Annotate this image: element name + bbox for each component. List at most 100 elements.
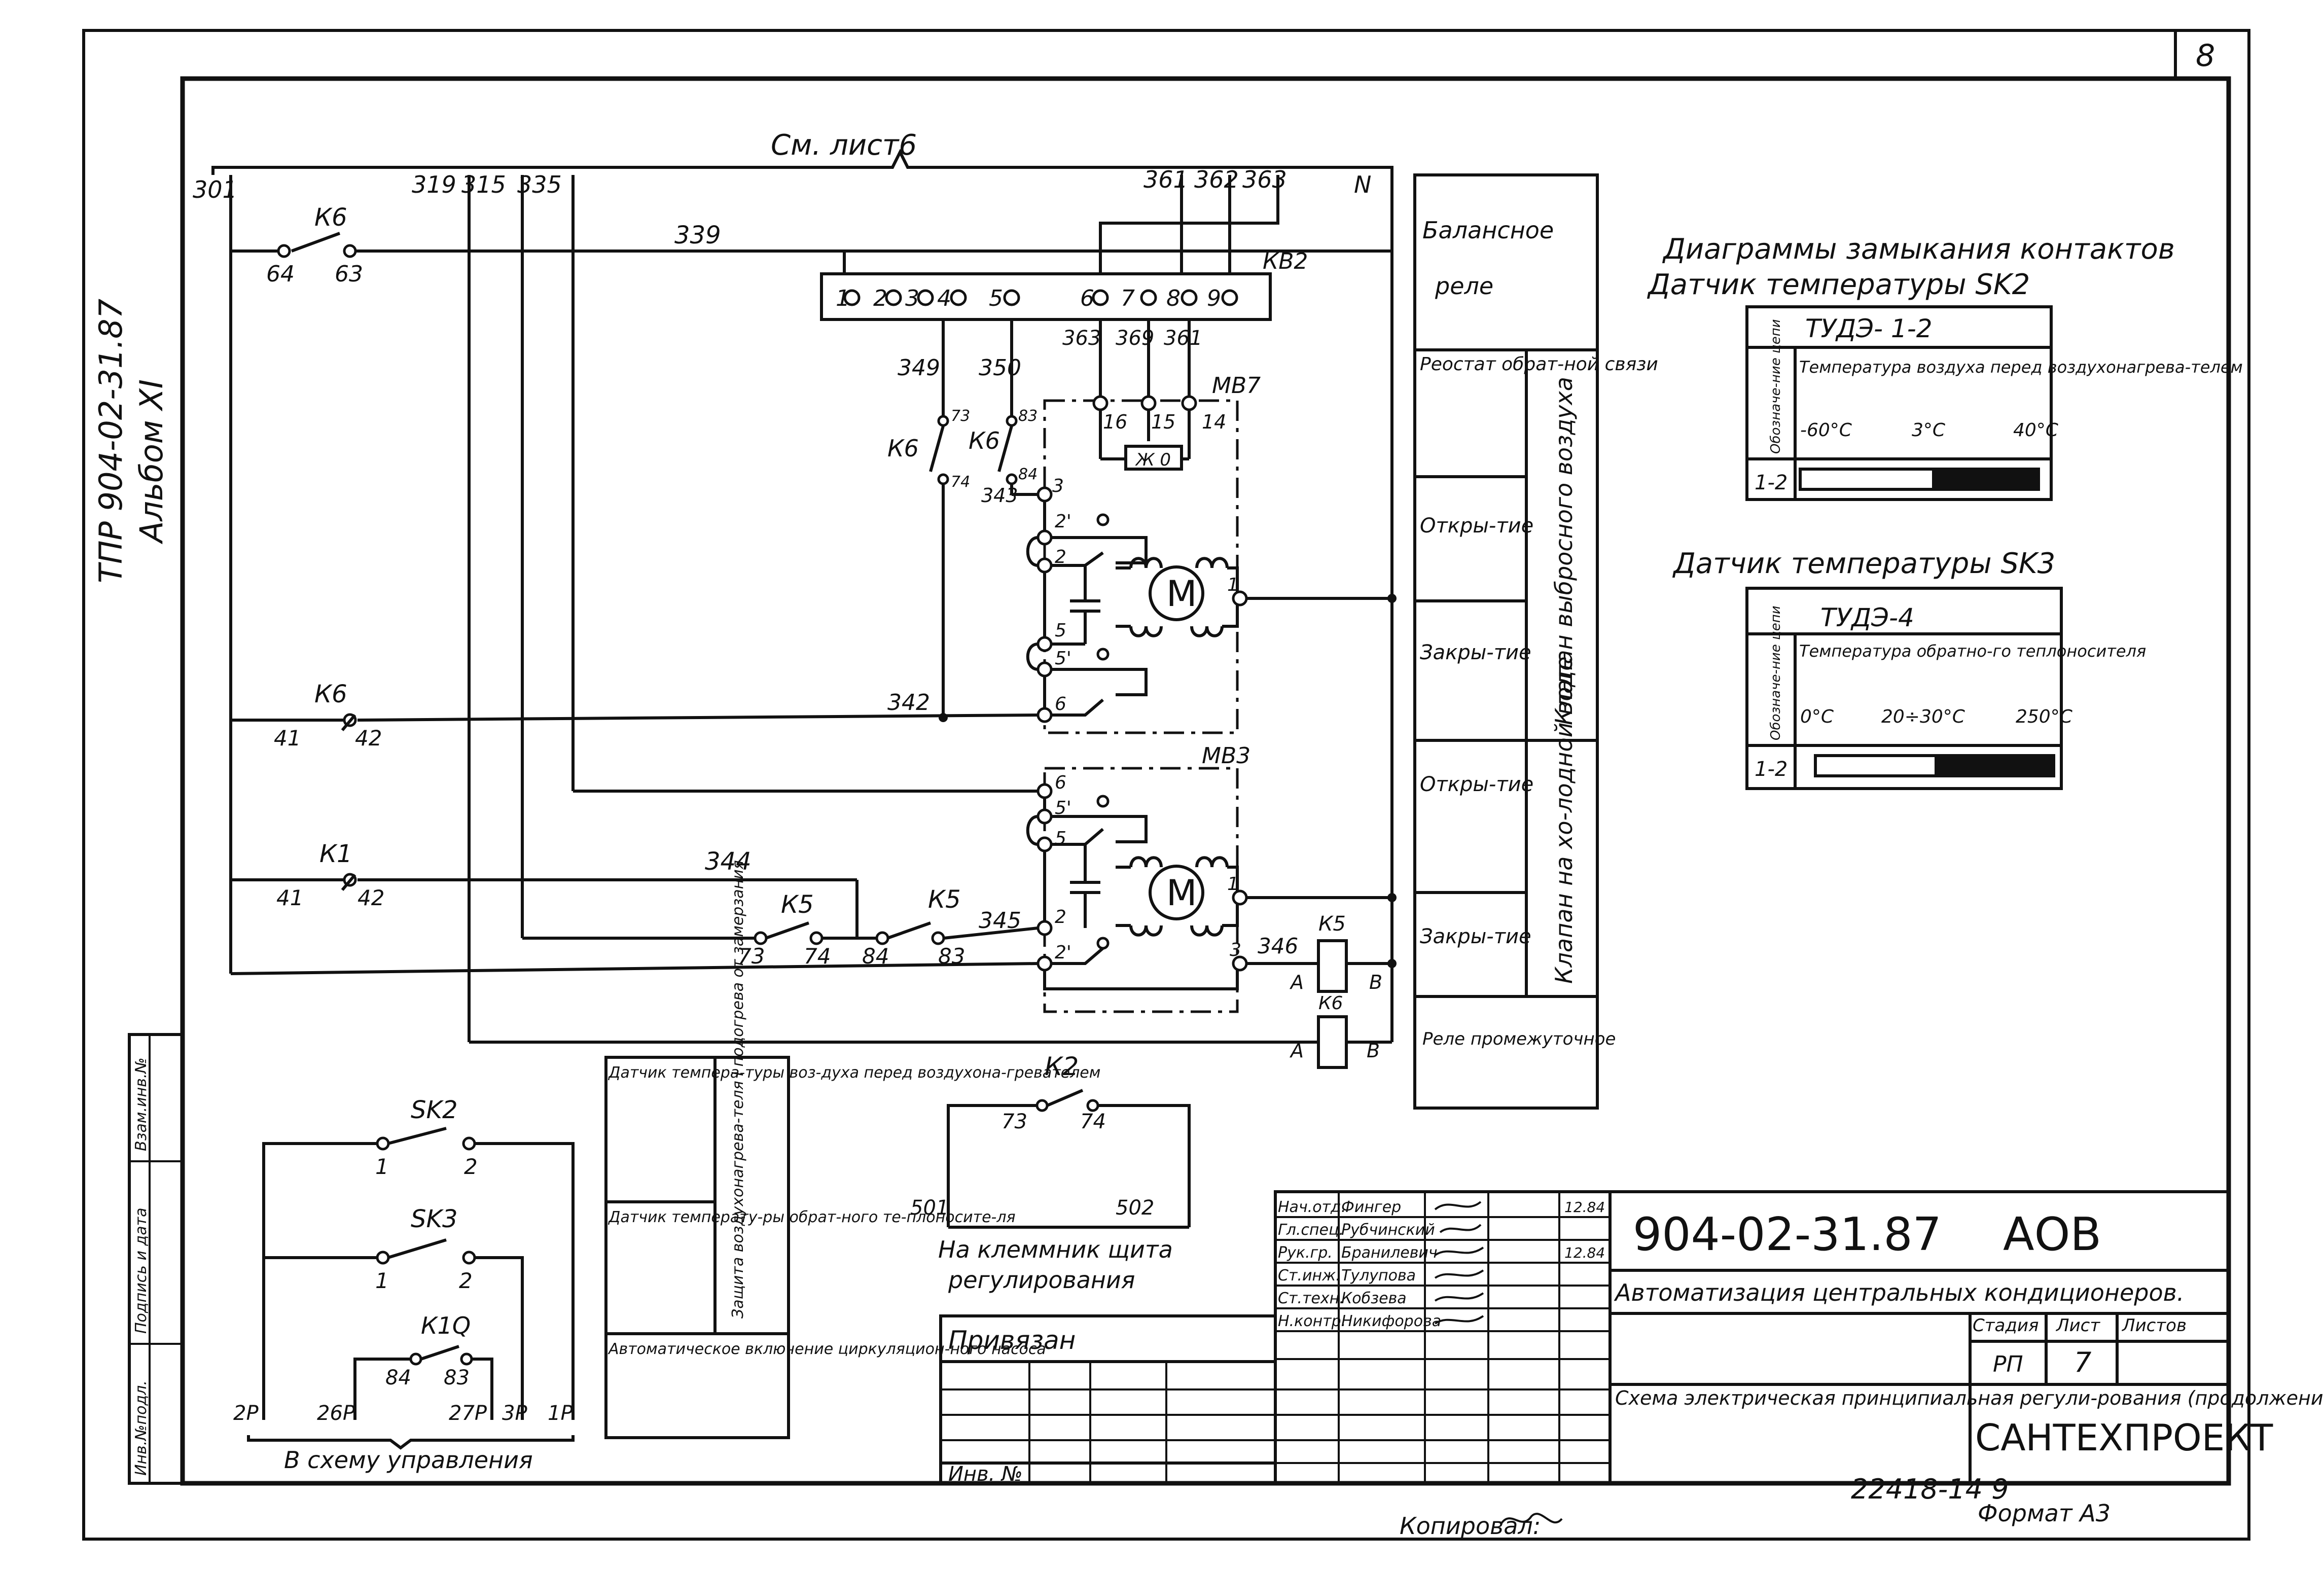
wire-346: 346: [1258, 934, 1298, 958]
path-shape: [1434, 1246, 1484, 1256]
path-shape: [1129, 557, 1229, 568]
circle-shape: [1035, 1099, 1049, 1112]
path-shape: [247, 1435, 575, 1450]
k6-contact-b: К6: [969, 427, 1000, 454]
title-block-dates-0: 12.84: [1564, 1199, 1605, 1216]
k6-mid-left: 41: [274, 726, 301, 751]
func-table-c3: Автоматическое включение циркуляцион-ног…: [607, 1340, 1046, 1358]
line-shape: [420, 1345, 459, 1361]
schematic-motor1-terms-6: 1: [1227, 575, 1239, 595]
bottom-left-sk3-b: 2: [459, 1268, 473, 1293]
bottom-left-terms-3: 3Р: [502, 1402, 527, 1425]
relay-k5: [1317, 939, 1348, 993]
circle-shape: [460, 1352, 473, 1366]
bottom-left-terms-4: 1Р: [548, 1402, 573, 1425]
mb7-name: МВ7: [1212, 373, 1261, 399]
schematic-motor1-terms-2: 2: [1055, 547, 1066, 567]
title-block-roles-4: Ст.техн.: [1278, 1290, 1344, 1307]
rect-shape: [1413, 173, 1599, 1110]
title-block-names-2: Бранилевич: [1341, 1244, 1438, 1262]
legend-table-rows-0-left2: реле: [1435, 272, 1493, 300]
path-shape: [1434, 1201, 1482, 1210]
line-shape: [997, 425, 1013, 472]
schematic-motor1-terms-1: 2': [1055, 511, 1071, 532]
schematic-motor1-terms-5: 6: [1055, 694, 1066, 715]
circle-shape: [1140, 289, 1157, 306]
sk3-type: ТУДЭ-4: [1820, 603, 1914, 632]
circle-shape: [1149, 865, 1204, 920]
circle-shape: [1387, 959, 1397, 968]
schematic-k6-contacts-b-top: 83: [1018, 407, 1038, 425]
sheet-corner-number: 8: [2196, 38, 2215, 74]
k5-a-left: 73: [738, 944, 765, 969]
legend-table-rows-1-left: Реостат обрат-ной связи: [1420, 354, 1658, 375]
bottom-left-k1q-b: 83: [444, 1366, 470, 1389]
k2-block-caption1: На клеммник щита: [938, 1236, 1173, 1263]
schematic-mb7-terms-1: 15: [1151, 411, 1175, 433]
k5-b-wire: 345: [979, 908, 1021, 934]
diagrams-title3: Датчик температуры SK3: [1672, 547, 2055, 580]
line-shape: [357, 714, 1039, 722]
k2-block-b: 74: [1080, 1110, 1106, 1133]
footer-format: Формат А3: [1978, 1500, 2111, 1527]
circle-shape: [1036, 920, 1053, 936]
legend-table-rows-4-left: Откры-тие: [1420, 773, 1533, 796]
to-control-scheme: В схему управления: [284, 1446, 533, 1474]
title-block-roles-3: Ст.инж.: [1278, 1267, 1341, 1285]
circle-shape: [885, 289, 902, 306]
circle-shape: [950, 289, 967, 306]
bottom-left-sk2-b: 2: [464, 1154, 478, 1179]
bus-label-319: 319: [412, 171, 456, 198]
circle-shape: [462, 1136, 476, 1151]
title-block-names-4: Кобзева: [1341, 1290, 1407, 1307]
rect-shape: [1745, 305, 2053, 501]
relay-k6: [1317, 1015, 1348, 1069]
schematic-block-kb2-terminals-6: 7: [1121, 286, 1135, 311]
schematic-motor1-terms-3: 5: [1055, 620, 1066, 641]
wire-350: 350: [979, 355, 1021, 381]
copied-label: Копировал:: [1400, 1512, 1541, 1540]
path-shape: [1434, 1292, 1484, 1302]
doc-mark: АОВ: [2003, 1208, 2101, 1261]
k5-a-name: К5: [781, 890, 814, 919]
circle-shape: [809, 931, 824, 945]
path-shape: [1099, 198, 1279, 274]
bus-label-363: 363: [1242, 166, 1287, 193]
schematic-block-kb2-terminals-8: 9: [1207, 286, 1221, 311]
path-shape: [1051, 947, 1104, 965]
schematic-block-kb2-terminals-3: 4: [937, 286, 951, 311]
title-block-stage: РП: [1993, 1351, 2023, 1377]
wire-363: 363: [1062, 327, 1101, 350]
bottom-left-sk2-a: 1: [375, 1154, 389, 1179]
function-table: Датчик темпера-туры воз-духа перед возду…: [604, 860, 1100, 1439]
doc-code: 904-02-31.87: [1633, 1208, 1942, 1261]
k2-name: К2: [1045, 1052, 1079, 1081]
schematic-motor1-terms-0: 3: [1052, 476, 1064, 496]
diagrams-sk3-row: 1-2: [1755, 758, 1787, 781]
schematic-mb3-terms-0: 6: [1055, 772, 1066, 793]
legend-table-rows-0-left: Балансное: [1422, 217, 1554, 244]
rect-shape: [604, 1056, 790, 1439]
rect-shape: [128, 1033, 184, 1485]
schematic-mb3-terms-6: 1: [1227, 874, 1239, 895]
diagrams-title2: Датчик температуры SK2: [1647, 268, 2030, 301]
bottom-left-terms-1: 26Р: [317, 1402, 355, 1425]
schematic-k6-contacts-b-bot: 84: [1018, 466, 1038, 483]
path-shape: [1043, 969, 1239, 990]
path-shape: [353, 1358, 411, 1420]
legend-group1: Клапан выбросного воздуха: [1550, 377, 1578, 725]
path-shape: [1051, 668, 1148, 696]
path-shape: [211, 149, 1393, 175]
k1-right: 42: [357, 885, 384, 910]
line-shape: [929, 425, 945, 472]
circle-shape: [343, 244, 357, 258]
kb2-terminals: 1 2 3 4 5 6 7 8 9: [836, 286, 1238, 311]
circle-shape: [1096, 648, 1110, 661]
circle-shape: [1096, 937, 1110, 950]
k6-top-right: 63: [335, 261, 363, 287]
circle-shape: [409, 1352, 422, 1366]
circle-shape: [1036, 636, 1053, 652]
path-shape: [1026, 815, 1039, 846]
circle-shape: [1036, 808, 1053, 825]
